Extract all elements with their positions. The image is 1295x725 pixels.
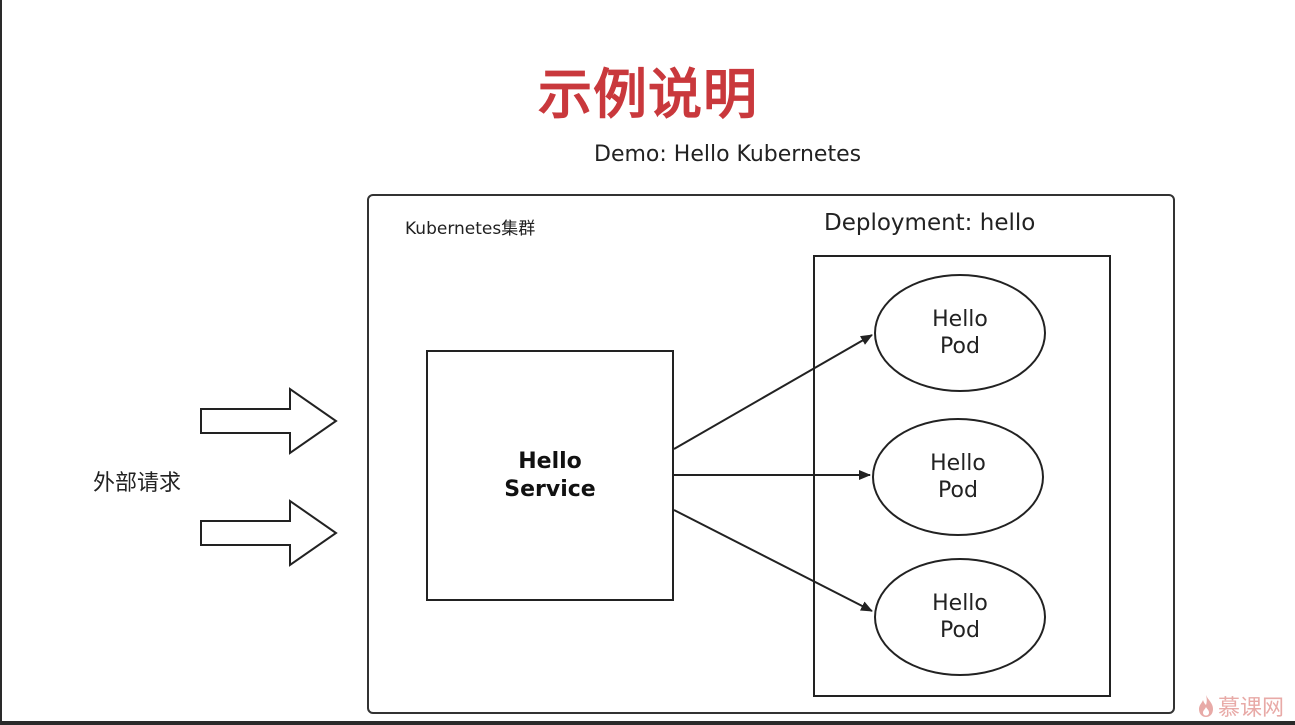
demo-subtitle: Demo: Hello Kubernetes (594, 142, 862, 167)
pod-label-line2: Pod (938, 478, 978, 503)
hello-pod-3: Hello Pod (874, 558, 1046, 676)
external-request-arrow-icon (200, 387, 338, 455)
pod-label-line1: Hello (932, 307, 988, 332)
slide-title: 示例说明 (538, 63, 758, 126)
hello-pod-2: Hello Pod (872, 418, 1044, 536)
watermark-text: 慕课网 (1218, 696, 1285, 721)
deployment-label: Deployment: hello (824, 210, 1036, 236)
slide-left-border (0, 0, 2, 725)
hello-pod-1: Hello Pod (874, 274, 1046, 392)
hello-service-box: Hello Service (426, 350, 674, 601)
cluster-label: Kubernetes集群 (405, 219, 536, 239)
imooc-watermark: 慕课网 (1198, 690, 1284, 722)
kubernetes-cluster-box (367, 194, 1175, 714)
external-request-arrow-icon (200, 499, 338, 567)
pod-label-line1: Hello (932, 591, 988, 616)
deployment-box (813, 255, 1111, 697)
pod-label-line2: Pod (940, 618, 980, 643)
pod-label-line2: Pod (940, 334, 980, 359)
external-request-label: 外部请求 (93, 471, 182, 496)
slide-bottom-border (0, 721, 1295, 725)
flame-icon (1199, 695, 1213, 717)
service-label-line1: Hello (518, 448, 582, 474)
pod-label-line1: Hello (930, 451, 986, 476)
service-label-line2: Service (504, 476, 596, 502)
